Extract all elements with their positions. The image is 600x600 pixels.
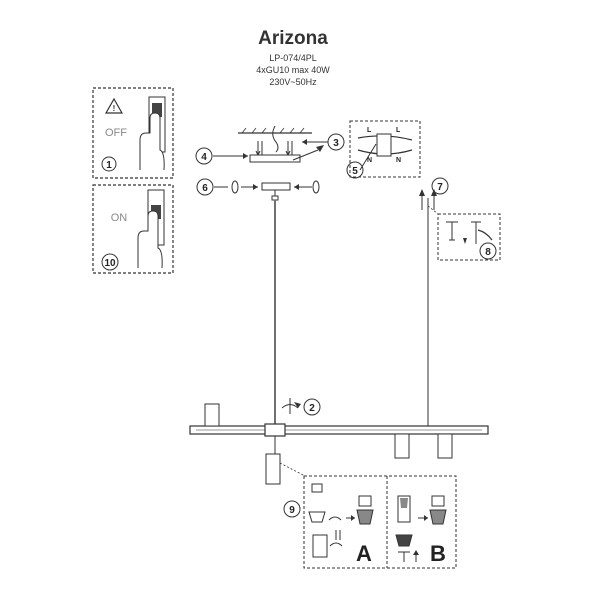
cable-adjuster-detail: 8 — [427, 205, 501, 261]
svg-text:7: 7 — [437, 182, 443, 193]
voltage-spec: 230V~50Hz — [269, 77, 317, 87]
spotlight-up — [204, 403, 220, 427]
warning-icon — [104, 97, 124, 114]
svg-text:N: N — [367, 157, 372, 164]
step-2-callout: 2 — [281, 398, 321, 416]
rotate-arrow-icon — [231, 180, 239, 194]
step-1-number: 1 — [106, 160, 112, 171]
hand-press-icon — [137, 210, 163, 269]
wiring-detail: L L N N 5 — [346, 120, 421, 179]
ceiling-mount — [238, 125, 324, 163]
step-7-callout: 7 — [419, 177, 449, 212]
bulb-spec: 4xGU10 max 40W — [256, 65, 330, 75]
gu10-bulb-icon — [356, 509, 374, 525]
power-on-panel: ON 10 — [92, 184, 174, 274]
canopy-plate — [261, 182, 291, 191]
svg-text:9: 9 — [289, 505, 295, 516]
hand-press-icon — [139, 112, 165, 171]
on-label: ON — [111, 212, 128, 224]
gu10-bulb-icon — [395, 534, 413, 547]
spotlight-down — [265, 453, 281, 485]
svg-text:N: N — [396, 157, 401, 164]
variant-b-label: B — [430, 541, 446, 566]
off-label: OFF — [105, 127, 127, 139]
lamp-housing-icon — [312, 534, 328, 558]
svg-text:L: L — [396, 127, 401, 134]
svg-text:!: ! — [113, 104, 116, 113]
rotate-arrow-icon — [312, 180, 320, 194]
product-title: Arizona — [258, 28, 328, 49]
bulb-replacement-detail: 9 A B — [279, 462, 457, 569]
svg-text:6: 6 — [202, 183, 208, 194]
model-number: LP-074/4PL — [269, 53, 317, 63]
gu10-bulb-icon — [429, 509, 447, 525]
step-3-callout: 3 — [302, 133, 345, 151]
svg-text:5: 5 — [352, 166, 358, 177]
svg-text:L: L — [367, 127, 372, 134]
step-10-number: 10 — [104, 258, 116, 269]
step-4-callout: 4 — [195, 147, 248, 165]
svg-text:8: 8 — [485, 247, 491, 258]
terminal-block-icon — [376, 133, 392, 157]
step-6-callout: 6 — [196, 178, 320, 196]
spotlight-down — [437, 433, 453, 459]
center-junction — [264, 423, 286, 437]
gu10-bulb-icon — [308, 511, 326, 523]
spotlight-down — [394, 433, 410, 459]
svg-text:4: 4 — [201, 152, 207, 163]
power-off-panel: ! OFF 1 — [92, 87, 174, 179]
svg-text:2: 2 — [309, 403, 315, 414]
svg-text:3: 3 — [333, 138, 339, 149]
variant-a-label: A — [356, 541, 372, 566]
